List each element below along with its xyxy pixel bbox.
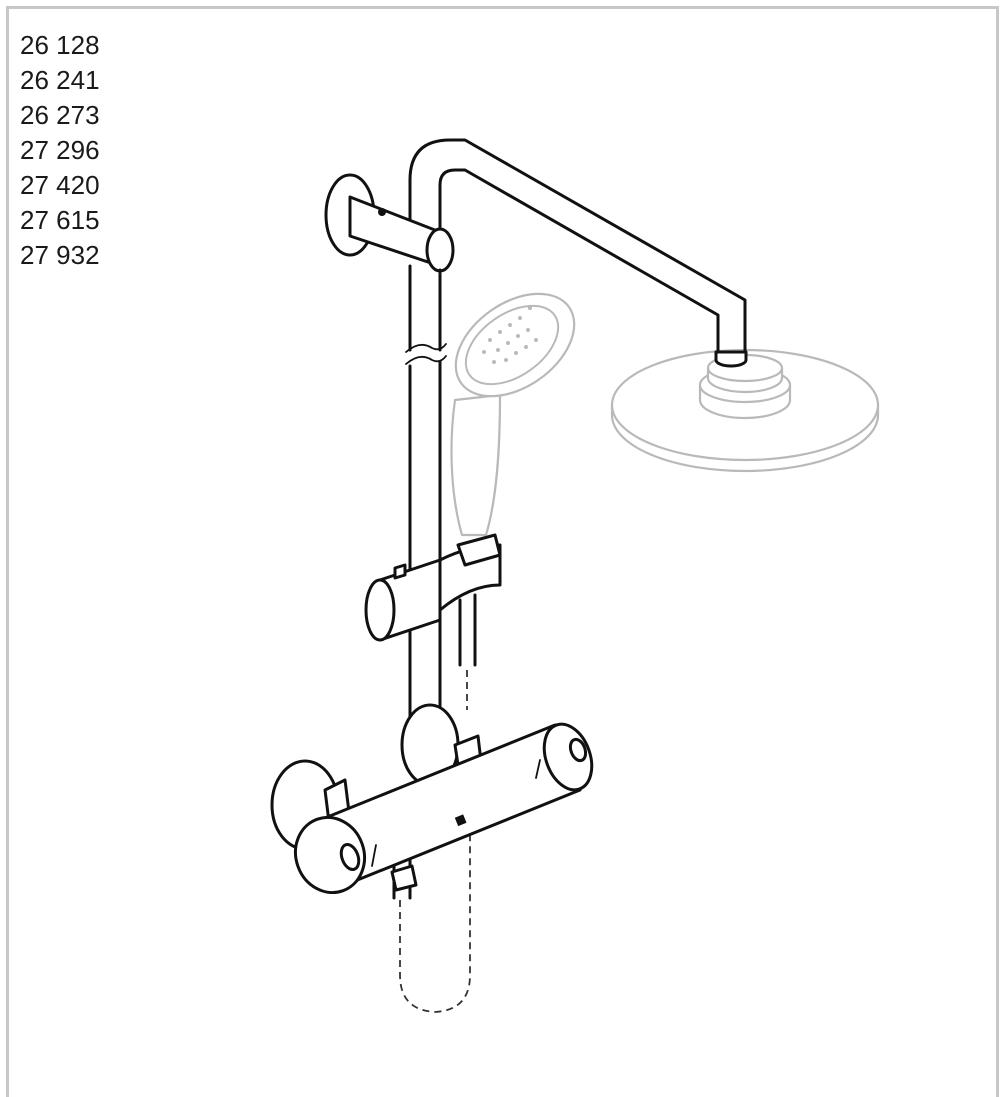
- wall-bracket: [324, 173, 455, 273]
- thermostatic-mixer: [270, 703, 594, 895]
- sliding-holder: [364, 533, 502, 710]
- product-code: 26 241: [20, 65, 100, 95]
- product-code: 26 273: [20, 100, 100, 130]
- product-code: 27 615: [20, 205, 100, 235]
- shower-rail: [405, 264, 447, 762]
- product-code: 26 128: [20, 30, 100, 60]
- shower-arm: [408, 138, 748, 368]
- product-code: 27 932: [20, 240, 100, 270]
- product-code-list: 26 128 26 241 26 273 27 296 27 420 27 61…: [20, 28, 100, 273]
- product-code: 27 420: [20, 170, 100, 200]
- head-shower: [610, 348, 880, 473]
- hand-shower: [450, 292, 576, 537]
- diagram-frame: [6, 6, 999, 1097]
- product-code: 27 296: [20, 135, 100, 165]
